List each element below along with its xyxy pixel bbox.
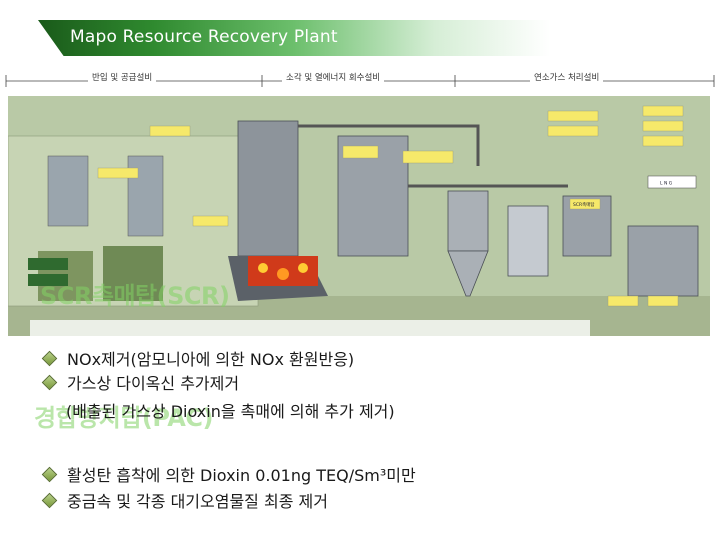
label-box-8 [643, 106, 683, 116]
bullet-scr-2: 가스상 다이옥신 추가제거 [44, 370, 239, 394]
bullet-scr-3: (배출된 가스상 Dioxin을 촉매에 의해 추가 제거) [66, 398, 395, 422]
scr-box-label: SCR촉매탑 [573, 201, 595, 208]
diamond-bullet-icon [42, 466, 58, 482]
label-box-12 [548, 126, 598, 136]
bullet-scr-1: NOx제거(암모니아에 의한 NOx 환원반응) [44, 346, 354, 370]
section-headers: 반입 및 공급설비 소각 및 열에너지 회수설비 연소가스 처리설비 [0, 66, 720, 96]
cyclone-cone [448, 251, 488, 296]
label-box-9 [643, 121, 683, 131]
bullet-text: 중금속 및 각종 대기오염물질 최종 제거 [67, 488, 328, 512]
stack-base [628, 226, 698, 296]
boiler [238, 121, 298, 256]
lng-label: L N G [660, 181, 673, 187]
label-box-7 [648, 296, 678, 306]
page-title: Mapo Resource Recovery Plant [70, 27, 338, 47]
label-box-5 [403, 151, 453, 163]
bag-filter [508, 206, 548, 276]
label-box-6 [608, 296, 638, 306]
carbon-panel [0, 432, 720, 540]
flame-3 [298, 263, 308, 273]
label-box-1 [150, 126, 190, 136]
truck-1 [28, 258, 68, 270]
bullet-text: 가스상 다이옥신 추가제거 [67, 370, 239, 394]
label-box-4 [343, 146, 378, 158]
crane-left [48, 156, 88, 226]
bullet-text: NOx제거(암모니아에 의한 NOx 환원반응) [67, 346, 354, 370]
flame-1 [258, 263, 268, 273]
label-box-3 [193, 216, 228, 226]
label-box-11 [548, 111, 598, 121]
diamond-bullet-icon [42, 350, 58, 366]
section-label-gas-treatment: 연소가스 처리설비 [530, 71, 603, 83]
scr-heading: SCR촉매탑(SCR) [40, 276, 229, 311]
bullet-text: 활성탄 흡착에 의한 Dioxin 0.01ng TEQ/Sm³미만 [67, 462, 416, 486]
flame-2 [277, 268, 289, 280]
bullet-carbon-2: 중금속 및 각종 대기오염물질 최종 제거 [44, 488, 328, 512]
bullet-carbon-1: 활성탄 흡착에 의한 Dioxin 0.01ng TEQ/Sm³미만 [44, 462, 416, 486]
label-box-10 [643, 136, 683, 146]
section-label-intake: 반입 및 공급설비 [88, 71, 156, 83]
diamond-bullet-icon [42, 492, 58, 508]
cyclone [448, 191, 488, 251]
bullet-text: (배출된 가스상 Dioxin을 촉매에 의해 추가 제거) [66, 398, 395, 422]
label-box-2 [98, 168, 138, 178]
section-label-incineration: 소각 및 열에너지 회수설비 [282, 71, 384, 83]
diamond-bullet-icon [42, 374, 58, 390]
